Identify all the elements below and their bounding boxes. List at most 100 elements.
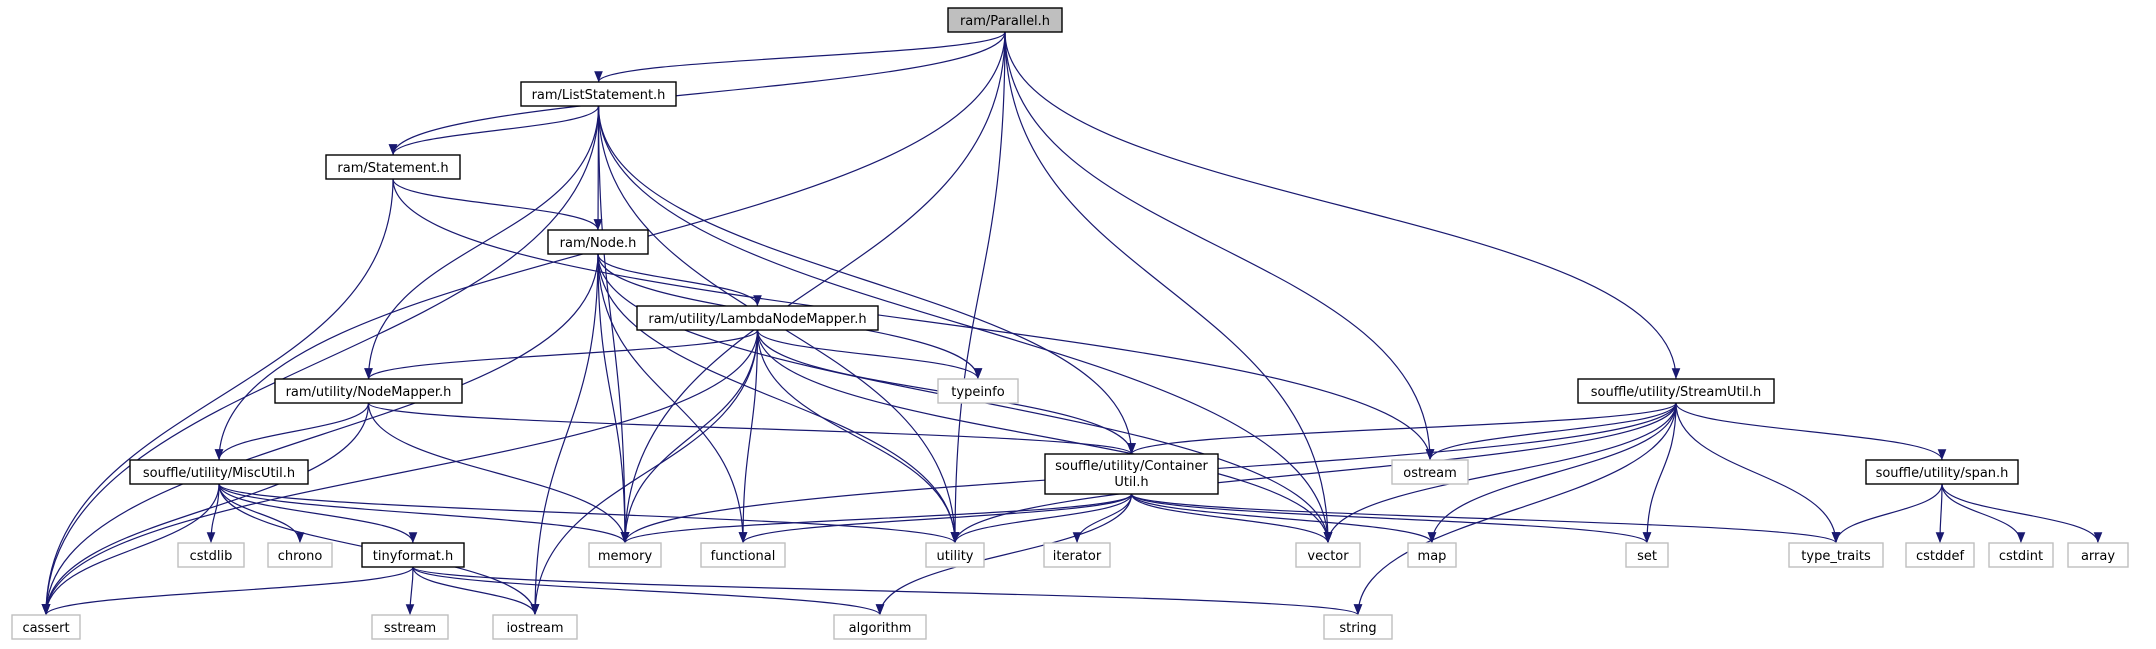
node-iterator-box bbox=[1043, 542, 1111, 568]
node-utility: utility bbox=[925, 542, 985, 568]
edge-lambdanodemapper-to-vector bbox=[756, 329, 1333, 544]
node-liststatement-box bbox=[520, 81, 677, 107]
edge-liststatement-to-vector bbox=[597, 105, 1333, 544]
node-set-box bbox=[1625, 542, 1669, 568]
node-span-box bbox=[1865, 459, 2019, 485]
edge-liststatement-to-memory bbox=[597, 105, 630, 544]
edge-tinyformat-to-sstream bbox=[405, 566, 415, 616]
node-nodemapper-label: ram/utility/NodeMapper.h bbox=[286, 385, 452, 400]
node-vector-label: vector bbox=[1307, 549, 1349, 564]
node-statement[interactable]: ram/Statement.h bbox=[325, 154, 461, 180]
node-typeinfo: typeinfo bbox=[937, 378, 1019, 404]
node-cstddef: cstddef bbox=[1905, 542, 1975, 568]
edge-lambdanodemapper-to-nodemapper bbox=[364, 329, 759, 380]
edge-nodemapper-to-containerutil bbox=[367, 402, 1136, 455]
node-utility-label: utility bbox=[937, 549, 974, 564]
node-miscutil[interactable]: souffle/utility/MiscUtil.h bbox=[129, 459, 309, 485]
edge-containerutil-to-memory bbox=[620, 493, 1133, 544]
node-cassert-box bbox=[11, 614, 81, 640]
edge-containerutil-to-iterator bbox=[1072, 493, 1133, 544]
node-string-box bbox=[1323, 614, 1393, 640]
edge-lambdanodemapper-to-iostream bbox=[530, 329, 759, 616]
node-string: string bbox=[1323, 614, 1393, 640]
edge-tinyformat-to-cassert bbox=[41, 566, 414, 616]
node-containerutil-label2: Util.h bbox=[1114, 475, 1148, 490]
edge-lambdanodemapper-to-functional bbox=[738, 329, 759, 544]
edge-node-to-lambdanodemapper bbox=[597, 253, 762, 307]
node-span[interactable]: souffle/utility/span.h bbox=[1865, 459, 2019, 485]
edge-node-to-iostream bbox=[530, 253, 599, 616]
node-type_traits: type_traits bbox=[1788, 542, 1884, 568]
node-set-label: set bbox=[1637, 549, 1657, 564]
node-lambdanodemapper[interactable]: ram/utility/LambdaNodeMapper.h bbox=[636, 305, 879, 331]
node-miscutil-box bbox=[129, 459, 309, 485]
node-ostream: ostream bbox=[1391, 459, 1469, 485]
edge-parallel-to-streamutil bbox=[1004, 31, 1681, 380]
node-lambdanodemapper-box bbox=[636, 305, 879, 331]
node-nodemapper[interactable]: ram/utility/NodeMapper.h bbox=[274, 378, 463, 404]
node-map-label: map bbox=[1418, 549, 1447, 564]
node-liststatement[interactable]: ram/ListStatement.h bbox=[520, 81, 677, 107]
node-type_traits-box bbox=[1788, 542, 1884, 568]
node-memory-label: memory bbox=[598, 549, 653, 564]
node-cstdint-label: cstdint bbox=[1999, 549, 2043, 564]
edge-miscutil-to-memory bbox=[218, 483, 630, 544]
node-chrono: chrono bbox=[267, 542, 333, 568]
node-array: array bbox=[2067, 542, 2129, 568]
node-string-label: string bbox=[1339, 621, 1376, 636]
edge-node-to-cassert bbox=[41, 253, 599, 616]
node-array-label: array bbox=[2081, 549, 2115, 564]
edge-node-to-functional bbox=[597, 253, 748, 544]
node-parallel-label: ram/Parallel.h bbox=[960, 14, 1050, 29]
edge-streamutil-to-ostream bbox=[1425, 402, 1677, 461]
edge-tinyformat-to-algorithm bbox=[412, 566, 885, 616]
node-cstdlib-box bbox=[177, 542, 245, 568]
edge-liststatement-to-cassert bbox=[41, 105, 600, 616]
edge-streamutil-to-vector bbox=[1323, 402, 1677, 544]
edge-containerutil-to-vector bbox=[1130, 493, 1333, 544]
node-node-label: ram/Node.h bbox=[560, 236, 637, 251]
node-cassert: cassert bbox=[11, 614, 81, 640]
node-sstream-label: sstream bbox=[384, 621, 436, 636]
node-streamutil[interactable]: souffle/utility/StreamUtil.h bbox=[1577, 378, 1775, 404]
node-span-label: souffle/utility/span.h bbox=[1876, 466, 2009, 481]
node-containerutil-label: souffle/utility/Container bbox=[1055, 459, 1208, 474]
node-vector-box bbox=[1295, 542, 1361, 568]
node-sstream-box bbox=[371, 614, 449, 640]
edge-parallel-to-ostream bbox=[1004, 31, 1435, 461]
edge-node-to-memory bbox=[597, 253, 630, 544]
edge-nodemapper-to-memory bbox=[367, 402, 630, 544]
edge-miscutil-to-tinyformat bbox=[218, 483, 418, 544]
edge-nodemapper-to-miscutil bbox=[214, 402, 370, 461]
node-tinyformat[interactable]: tinyformat.h bbox=[361, 542, 465, 568]
edge-parallel-to-vector bbox=[1004, 31, 1333, 544]
edge-containerutil-to-type_traits bbox=[1130, 493, 1841, 544]
edge-containerutil-to-algorithm bbox=[875, 493, 1133, 616]
node-functional-box bbox=[700, 542, 786, 568]
edge-tinyformat-to-iostream bbox=[412, 566, 540, 616]
node-containerutil-box bbox=[1044, 453, 1219, 495]
node-iterator: iterator bbox=[1043, 542, 1111, 568]
node-chrono-box bbox=[267, 542, 333, 568]
edge-containerutil-to-functional bbox=[738, 493, 1133, 544]
edges-layer bbox=[41, 31, 2103, 616]
node-cstdlib: cstdlib bbox=[177, 542, 245, 568]
node-parallel[interactable]: ram/Parallel.h bbox=[947, 7, 1063, 33]
node-streamutil-label: souffle/utility/StreamUtil.h bbox=[1591, 385, 1762, 400]
node-memory: memory bbox=[588, 542, 662, 568]
node-sstream: sstream bbox=[371, 614, 449, 640]
edge-liststatement-to-statement bbox=[388, 105, 600, 156]
node-streamutil-box bbox=[1577, 378, 1775, 404]
edge-streamutil-to-utility bbox=[950, 402, 1677, 544]
node-functional: functional bbox=[700, 542, 786, 568]
edge-node-to-utility bbox=[597, 253, 960, 544]
node-iostream-box bbox=[492, 614, 578, 640]
node-node[interactable]: ram/Node.h bbox=[547, 229, 649, 255]
node-cstddef-label: cstddef bbox=[1916, 549, 1965, 564]
node-vector: vector bbox=[1295, 542, 1361, 568]
node-algorithm: algorithm bbox=[833, 614, 927, 640]
node-typeinfo-box bbox=[937, 378, 1019, 404]
edge-containerutil-to-utility bbox=[950, 493, 1133, 544]
edge-lambdanodemapper-to-utility bbox=[756, 329, 960, 544]
